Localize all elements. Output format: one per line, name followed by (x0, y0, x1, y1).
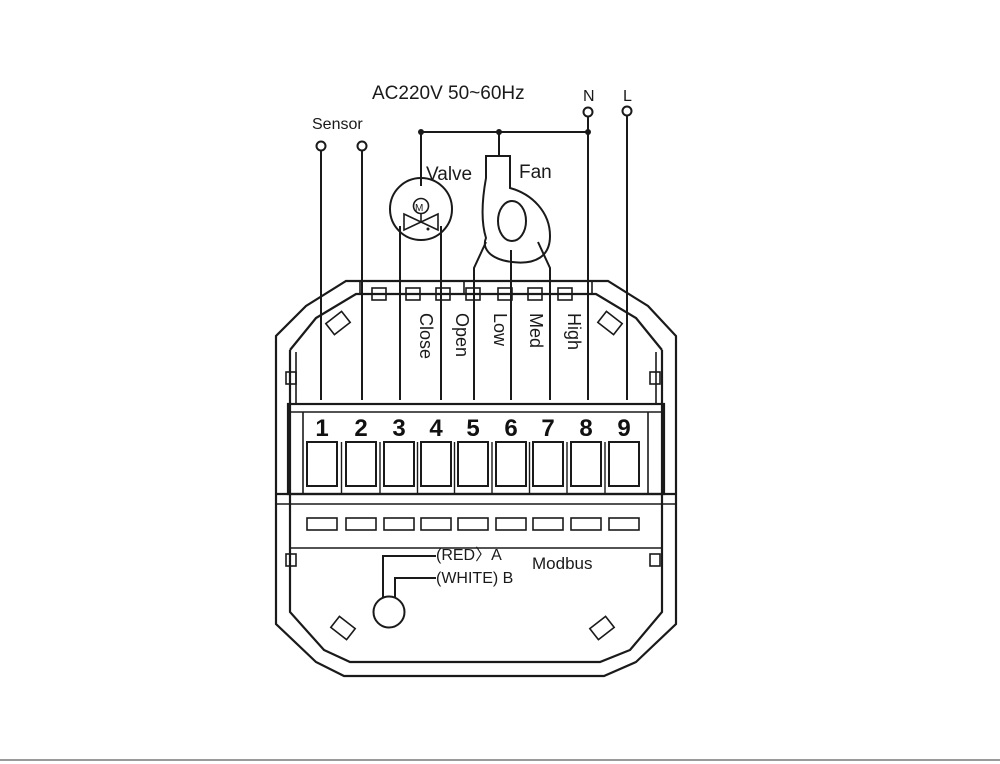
terminal-number-9: 9 (617, 415, 630, 442)
terminal-pad-9 (608, 517, 640, 531)
junction-dot-neutral (585, 129, 591, 135)
modbus-wire-b-label: (WHITE) B (436, 570, 513, 587)
wires (320, 116, 628, 400)
tap-label-open: Open (452, 313, 472, 357)
terminal-blocks (306, 441, 640, 531)
tap-labels: Close Open Low Med High (416, 313, 584, 359)
terminal-pad-3 (383, 517, 415, 531)
terminal-screw-3 (383, 441, 415, 487)
fan-symbol (481, 155, 552, 264)
terminal-number-7: 7 (541, 415, 554, 442)
terminal-pad-5 (457, 517, 489, 531)
terminal-number-2: 2 (354, 415, 367, 442)
terminal-numbers: 1 2 3 4 5 6 7 8 9 (315, 415, 630, 442)
terminal-pad-8 (570, 517, 602, 531)
tap-label-close: Close (416, 313, 436, 359)
junction-dot-valve (418, 129, 424, 135)
terminal-number-1: 1 (315, 415, 328, 442)
terminal-number-5: 5 (466, 415, 479, 442)
tap-label-low: Low (490, 313, 510, 347)
terminal-screw-9 (608, 441, 640, 487)
modbus-title: Modbus (532, 554, 592, 573)
terminal-number-3: 3 (392, 415, 405, 442)
terminal-screw-6 (495, 441, 527, 487)
terminal-pad-4 (420, 517, 452, 531)
neutral-input-ring (582, 106, 594, 118)
power-label: AC220V 50~60Hz (372, 83, 525, 104)
terminal-pad-6 (495, 517, 527, 531)
tap-label-med: Med (526, 313, 546, 348)
terminal-screw-8 (570, 441, 602, 487)
terminal-screw-7 (532, 441, 564, 487)
thermostat-body (274, 279, 678, 678)
valve-label: Valve (426, 164, 472, 185)
terminal-pad-2 (345, 517, 377, 531)
terminal-number-4: 4 (429, 415, 443, 442)
sensor-ring-1 (315, 140, 327, 152)
valve-motor-label: M (415, 203, 423, 214)
junction-dot-fan (496, 129, 502, 135)
terminal-screw-4 (420, 441, 452, 487)
live-input-ring (621, 105, 633, 117)
neutral-label: N (583, 88, 595, 105)
tap-label-high: High (564, 313, 584, 350)
modbus-connector (372, 555, 436, 629)
sensor-label: Sensor (312, 116, 363, 133)
fan-label: Fan (519, 162, 552, 183)
terminal-screw-2 (345, 441, 377, 487)
valve-symbol (389, 177, 453, 241)
sensor-ring-2 (356, 140, 368, 152)
terminal-pad-7 (532, 517, 564, 531)
terminal-number-6: 6 (504, 415, 517, 442)
terminal-number-8: 8 (579, 415, 592, 442)
terminal-pad-1 (306, 517, 338, 531)
modbus-wire-a-label: (RED〉A (436, 547, 502, 564)
live-label: L (623, 88, 632, 105)
terminal-screw-1 (306, 441, 338, 487)
terminal-screw-5 (457, 441, 489, 487)
